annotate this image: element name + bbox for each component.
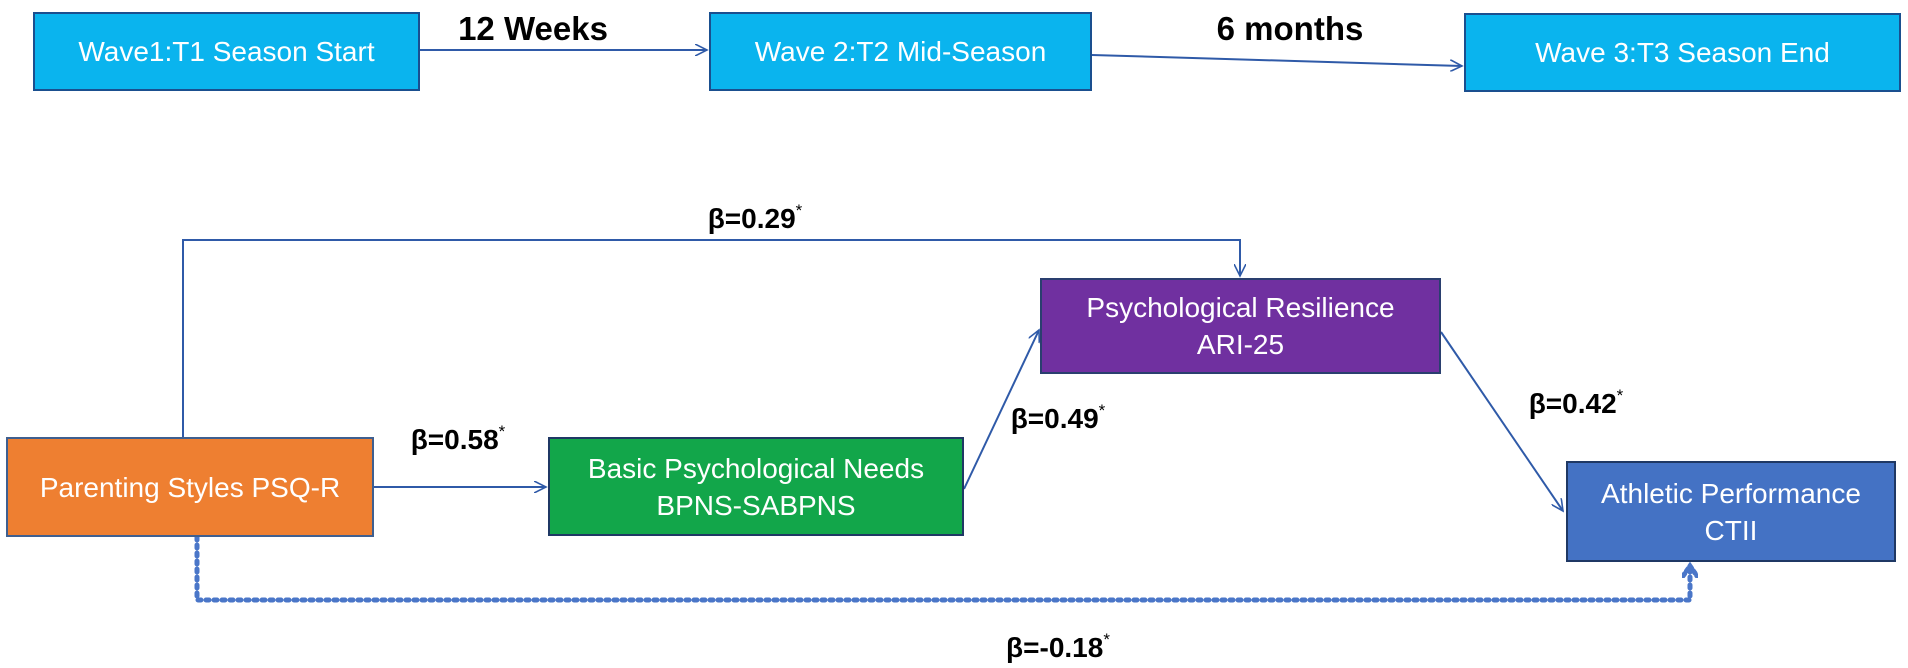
resilience-label-line2: ARI-25: [1196, 329, 1285, 360]
arrow-parenting-to-resilience: [182, 239, 1240, 437]
parenting-styles-box: Parenting Styles PSQ-R: [6, 437, 374, 537]
resilience-label-line1: Psychological Resilience: [1086, 292, 1395, 323]
basic-needs-label-line2: BPNS-SABPNS: [656, 489, 856, 521]
arrow-wave2-to-wave3: [1091, 54, 1462, 66]
interval-label-6-months: 6 months: [1216, 10, 1364, 47]
beta-parenting-to-needs: β=0.58*: [410, 421, 506, 456]
beta-parenting-to-performance: β=-0.18*: [1006, 629, 1110, 664]
arrow-parenting-to-performance-dotted: [194, 534, 1690, 603]
athletic-performance-box: Athletic Performance CTII: [1566, 461, 1896, 562]
significance-mark: *: [795, 200, 803, 220]
parenting-styles-label: Parenting Styles PSQ-R: [39, 471, 341, 503]
significance-mark: *: [1616, 385, 1624, 405]
basic-needs-box: Basic Psychological Needs BPNS-SABPNS: [548, 437, 964, 536]
beta-needs-to-resilience: β=0.49*: [1010, 400, 1106, 435]
arrow-needs-to-resilience: [963, 330, 1039, 490]
significance-mark: *: [1098, 400, 1106, 420]
athletic-performance-label-line1: Athletic Performance: [1601, 477, 1861, 509]
wave-3-box: Wave 3:T3 Season End: [1464, 13, 1901, 92]
wave-2-label: Wave 2:T2 Mid-Season: [754, 36, 1047, 67]
significance-mark: *: [1103, 629, 1110, 649]
wave-3-label: Wave 3:T3 Season End: [1535, 37, 1830, 68]
wave-1-label: Wave1:T1 Season Start: [78, 36, 375, 67]
basic-needs-label-line1: Basic Psychological Needs: [587, 452, 925, 484]
arrow-resilience-to-performance: [1440, 331, 1563, 511]
wave-1-box: Wave1:T1 Season Start: [33, 12, 420, 91]
beta-parenting-to-resilience: β=0.29*: [707, 200, 803, 235]
resilience-box: Psychological Resilience ARI-25: [1040, 278, 1441, 374]
wave-2-box: Wave 2:T2 Mid-Season: [709, 12, 1092, 91]
beta-resilience-to-performance: β=0.42*: [1528, 385, 1624, 420]
interval-label-12-weeks: 12 Weeks: [458, 10, 608, 47]
athletic-performance-label-line2: CTII: [1704, 514, 1758, 546]
significance-mark: *: [498, 421, 506, 441]
